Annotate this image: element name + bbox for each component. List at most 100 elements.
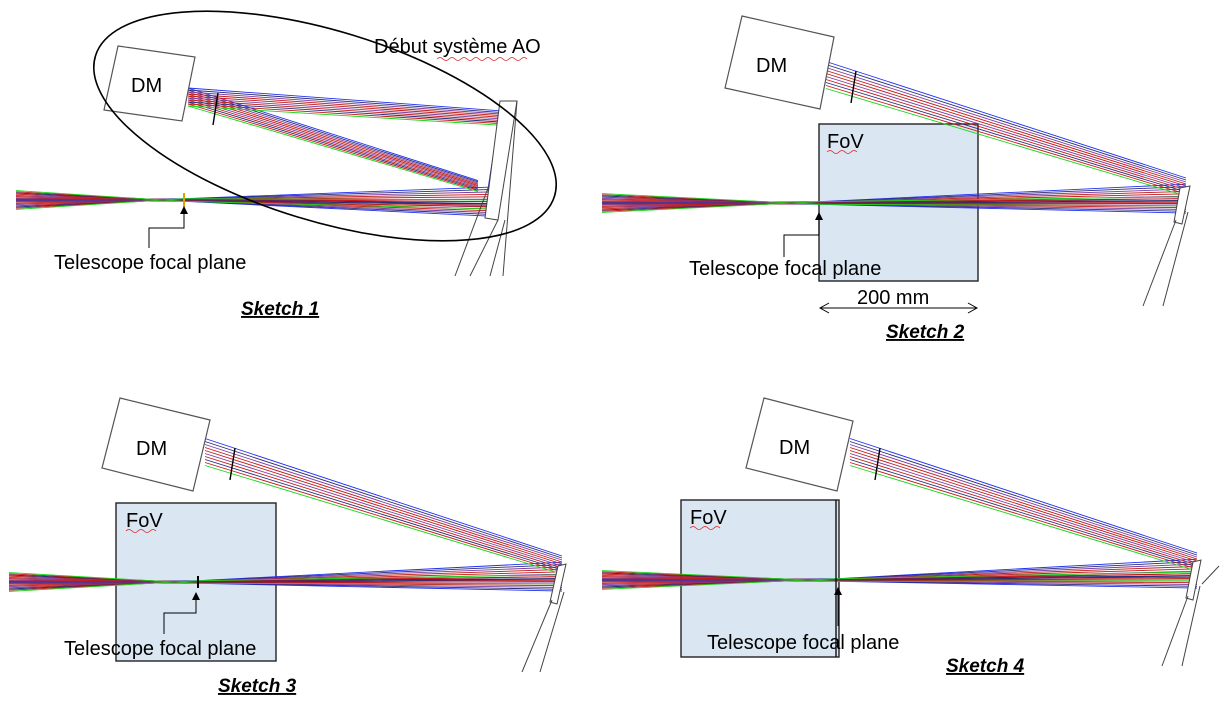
sketch-4-focal-pointer (834, 587, 842, 626)
ray (849, 456, 1198, 566)
ray (837, 575, 1198, 580)
sketch-3-dm-label: DM (136, 438, 167, 460)
ray (187, 95, 479, 186)
sketch-1-focal-label: Telescope focal plane (54, 252, 246, 274)
ray (818, 183, 1187, 203)
ray (837, 573, 1198, 580)
ray (849, 450, 1198, 562)
ray (197, 582, 563, 590)
ray (837, 563, 1198, 580)
sketch-2-dm-box (724, 15, 835, 110)
ray (204, 441, 563, 559)
ray (197, 578, 563, 584)
ray (825, 61, 1187, 179)
sketch-3-caption: Sketch 3 (218, 676, 297, 697)
ray (183, 189, 489, 200)
ray (204, 450, 563, 565)
ray (818, 203, 1187, 207)
sketch-4-focal-label: Telescope focal plane (707, 632, 899, 654)
ray (849, 444, 1198, 558)
ray (187, 97, 479, 188)
sketch-2-fold-mirror (1142, 185, 1191, 307)
ray (601, 201, 820, 213)
ray (197, 578, 563, 582)
sketch-2-fov-label: FoV (827, 131, 864, 153)
ray (818, 203, 1187, 212)
ray (825, 67, 1187, 183)
pupil-stop-tick (229, 447, 236, 481)
ray (204, 462, 563, 573)
ray (837, 558, 1198, 580)
sketch-1-ao-ellipse (93, 10, 557, 242)
ray (849, 459, 1198, 568)
ray (825, 73, 1187, 187)
ray (187, 105, 479, 192)
ray (197, 564, 563, 582)
ray (8, 572, 199, 584)
ray (187, 97, 501, 120)
ray (187, 99, 501, 121)
ray (187, 101, 501, 123)
ray (183, 200, 489, 205)
ray (187, 91, 501, 115)
sketch-2-dimension-arrow (818, 302, 979, 314)
pupil-stop-tick (850, 70, 857, 104)
ray (204, 465, 563, 575)
sketch-3-focal-pointer (163, 592, 200, 634)
ray (818, 196, 1187, 203)
ray (187, 103, 479, 191)
ray (183, 200, 489, 217)
ray (183, 200, 489, 215)
ray (849, 453, 1198, 564)
ray (849, 441, 1198, 556)
ray (187, 87, 501, 112)
ray (204, 459, 563, 571)
sketch-2-fov-squiggle (826, 150, 858, 154)
ray (825, 82, 1187, 193)
ray (204, 444, 563, 561)
sketch-3-dm-box (101, 397, 211, 492)
ray (204, 456, 563, 569)
ray (197, 580, 563, 584)
ray (837, 571, 1198, 580)
ray (183, 200, 489, 207)
ray (849, 462, 1198, 570)
ray (15, 198, 185, 210)
ray (197, 574, 563, 582)
sketch-2-dm-label: DM (756, 55, 787, 77)
sketch-2-focal-pointer (783, 212, 823, 257)
sketch-1-dm-box (103, 45, 196, 122)
ray (818, 202, 1187, 205)
ray (197, 566, 563, 582)
ray (8, 580, 199, 592)
sketch-1-ao-label: Début système AO (374, 36, 541, 58)
sketch-3: DM FoV Telescope focal plane Sketch 3 (8, 397, 567, 697)
ray (837, 580, 1198, 587)
ray (818, 203, 1187, 214)
sketch-1-focal-pointer (148, 206, 188, 248)
sketch-3-rays (8, 438, 563, 592)
sketch-4-fov-squiggle (689, 526, 721, 530)
ray (818, 200, 1187, 203)
sketch-2-dimension-label: 200 mm (857, 287, 929, 309)
ray (15, 190, 185, 202)
sketch-2-caption: Sketch 2 (886, 322, 965, 343)
ray (197, 582, 563, 592)
ray (818, 188, 1187, 203)
ray (601, 193, 820, 205)
ray (837, 575, 1198, 582)
ray (204, 438, 563, 557)
sketch-4: DM FoV Telescope focal plane Sketch 4 (601, 397, 1220, 677)
ray (818, 186, 1187, 203)
ray (197, 561, 563, 582)
sketch-2-focal-label: Telescope focal plane (689, 258, 881, 280)
ray (204, 453, 563, 567)
ray (601, 578, 839, 590)
sketch-4-dm-box (745, 397, 854, 492)
pupil-stop-tick (874, 447, 881, 481)
ray (183, 186, 489, 200)
sketch-1-dm-label: DM (131, 75, 162, 97)
ray (825, 79, 1187, 191)
sketch-2-rays (601, 61, 1187, 214)
